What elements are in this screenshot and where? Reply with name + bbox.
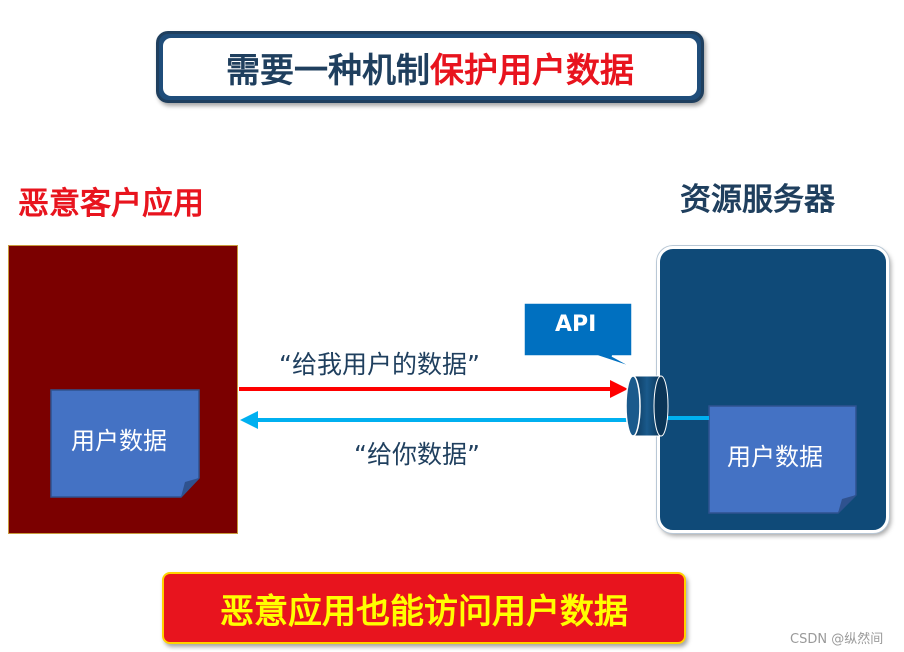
watermark: CSDN @纵然间 — [790, 632, 884, 647]
api-connector-icon — [625, 375, 669, 437]
request-arrow — [239, 380, 628, 398]
conclusion-text: 恶意应用也能访问用户数据 — [220, 591, 628, 632]
malicious-client-label: 恶意客户应用 — [18, 186, 204, 222]
api-callout — [523, 302, 635, 369]
title-text: 需要一种机制保护用户数据 — [163, 38, 697, 96]
response-message: “给你数据” — [354, 440, 480, 469]
resource-server-label: 资源服务器 — [680, 182, 835, 218]
client-document-label: 用户数据 — [71, 427, 167, 455]
server-document-label: 用户数据 — [727, 443, 823, 471]
api-label: API — [555, 312, 597, 337]
server-document-icon — [708, 405, 857, 514]
request-message: “给我用户的数据” — [279, 350, 480, 379]
client-document-icon — [50, 389, 200, 498]
response-arrow — [240, 411, 630, 429]
conclusion-banner: 恶意应用也能访问用户数据 — [162, 572, 686, 644]
title-part-dark: 需要一种机制 — [226, 50, 430, 91]
title-part-red: 保护用户数据 — [430, 50, 634, 91]
title-banner: 需要一种机制保护用户数据 — [156, 31, 704, 103]
